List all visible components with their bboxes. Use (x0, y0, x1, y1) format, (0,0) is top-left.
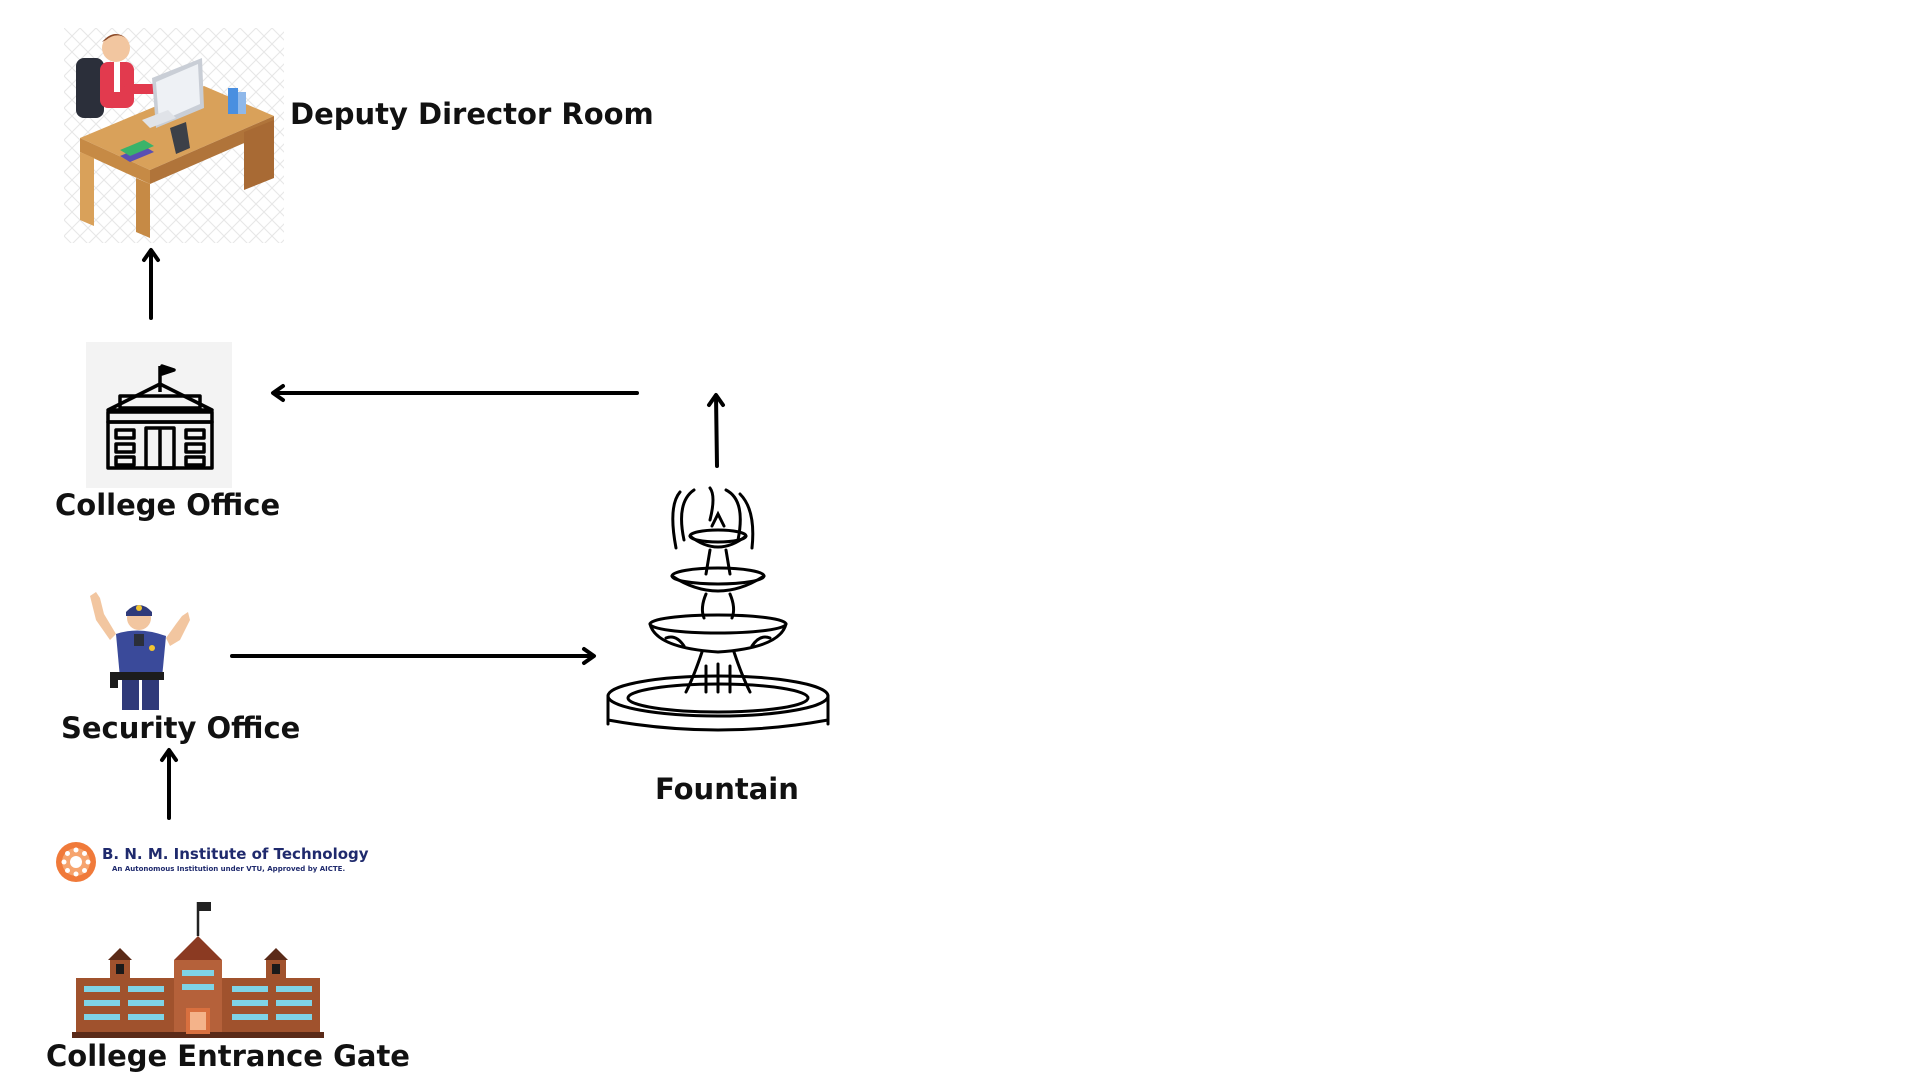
security-office-label: Security Office (61, 711, 301, 745)
security-guard-illustration (82, 590, 192, 710)
institute-accreditation: An Autonomous Institution under VTU, App… (112, 865, 346, 873)
fountain-label: Fountain (655, 772, 799, 806)
arrow-gate-to-security (160, 748, 178, 820)
arrow-office-to-deputy-director (142, 248, 160, 320)
college-office-icon (86, 342, 232, 488)
deputy-director-illustration (64, 28, 284, 248)
college-entrance-gate-label: College Entrance Gate (46, 1039, 410, 1073)
arrow-fountain-to-college-office (271, 384, 639, 402)
college-office-label: College Office (55, 488, 281, 522)
institute-logo: B. N. M. Institute of Technology An Auto… (54, 840, 369, 890)
arrow-security-to-fountain (230, 647, 596, 665)
college-building-illustration (70, 900, 326, 1040)
arrow-fountain-up (707, 393, 725, 468)
fountain-illustration (606, 486, 832, 738)
institute-name: B. N. M. Institute of Technology (102, 845, 369, 863)
deputy-director-room-label: Deputy Director Room (290, 97, 654, 131)
institute-emblem-icon (56, 842, 96, 882)
